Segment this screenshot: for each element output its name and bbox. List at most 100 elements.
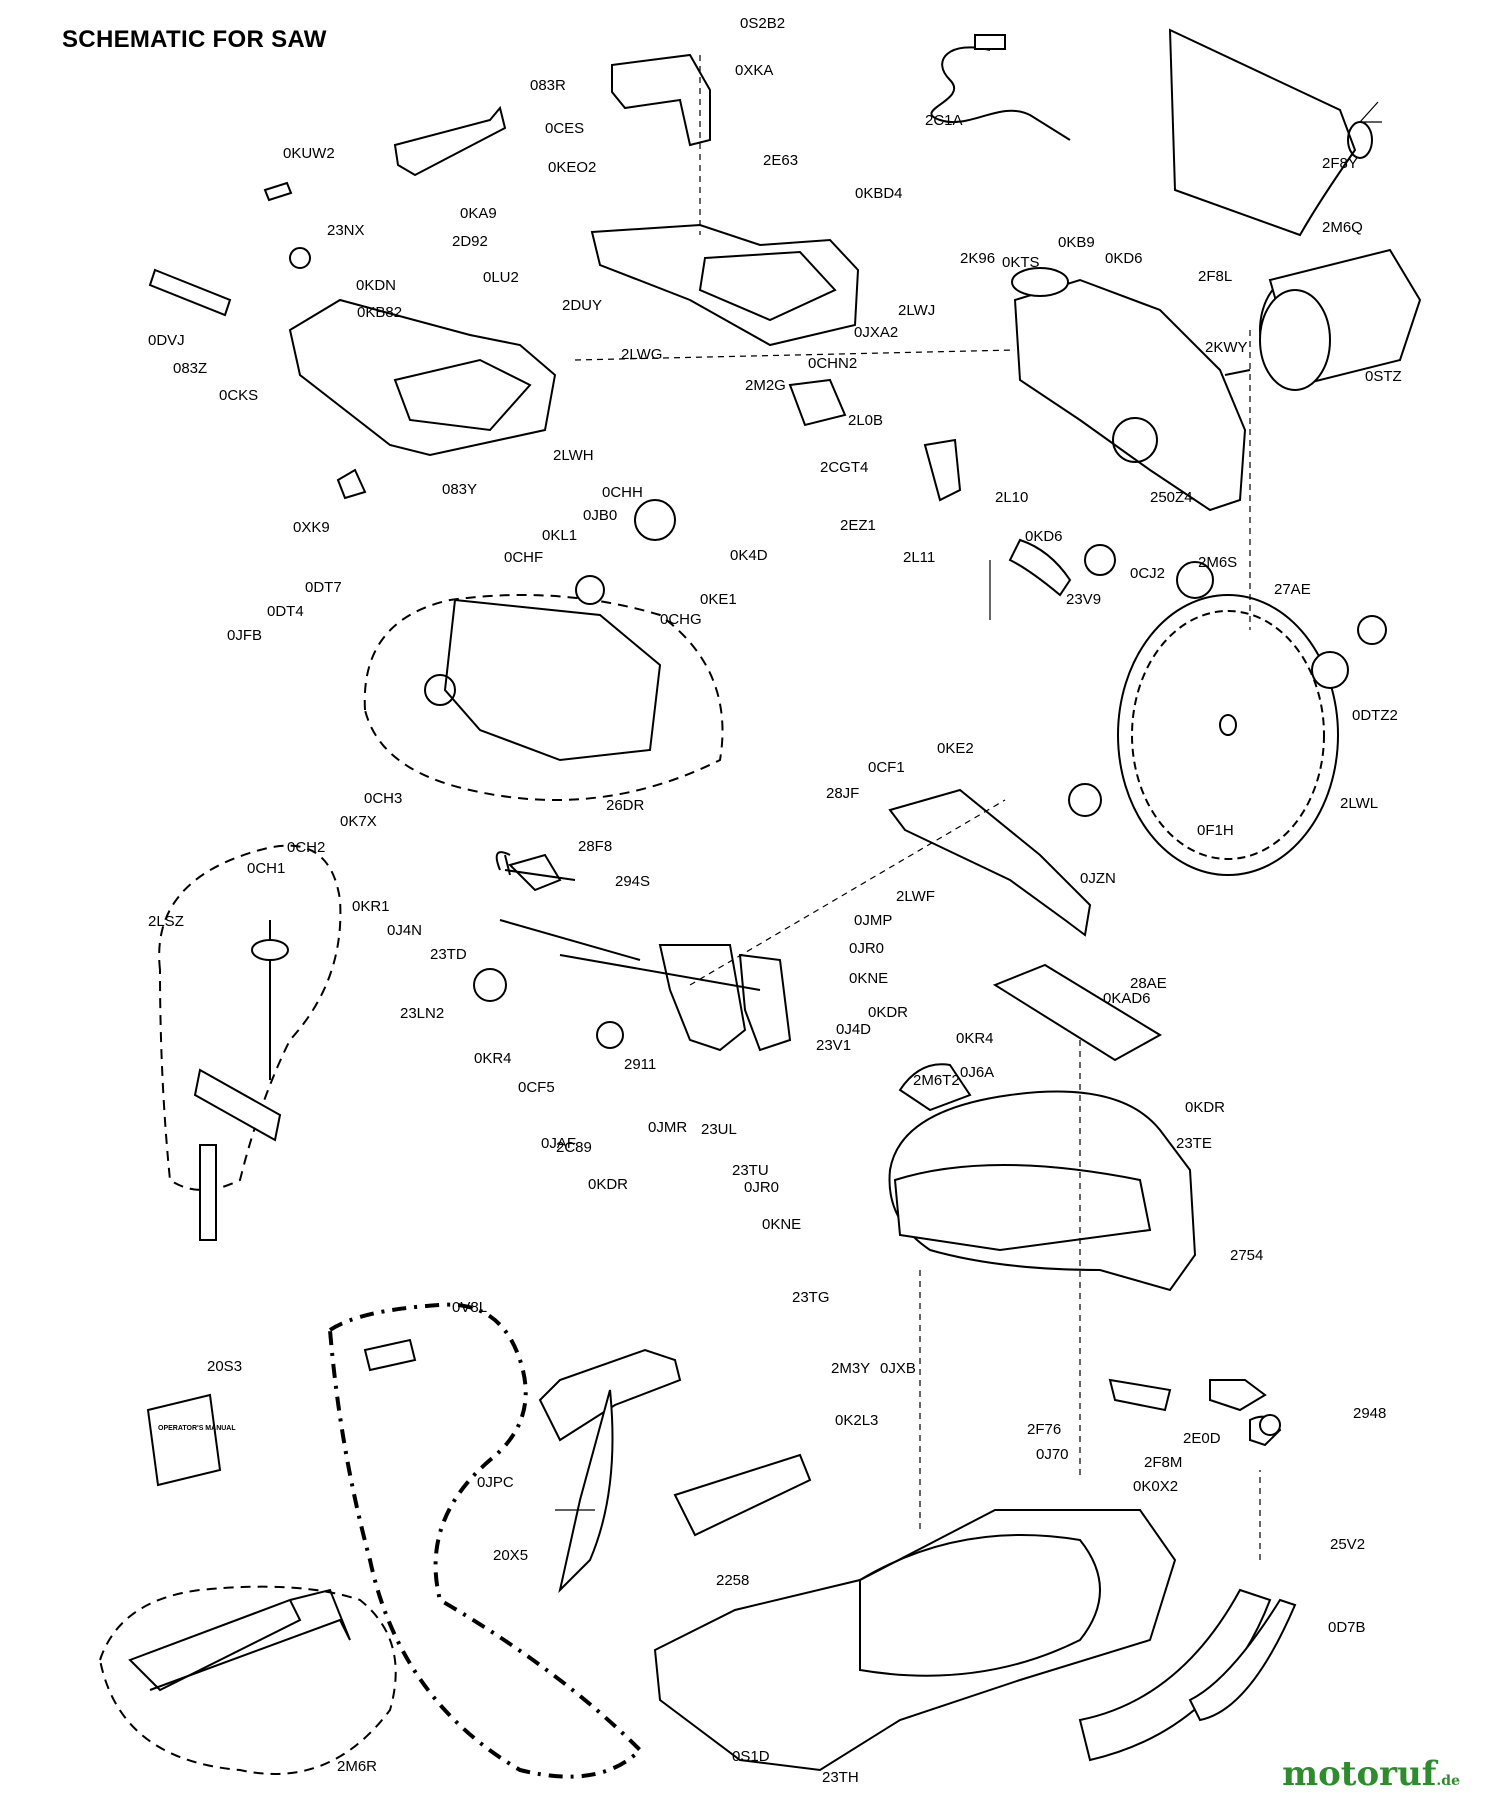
part-label: 2F8M bbox=[1144, 1454, 1182, 1471]
housing-part bbox=[288, 298, 557, 457]
part-label: 0J4D bbox=[836, 1021, 871, 1038]
part-label: 0STZ bbox=[1365, 368, 1402, 385]
part-label: 0XKA bbox=[735, 62, 773, 79]
part-label: 083Y bbox=[442, 481, 477, 498]
part-label: 23UL bbox=[701, 1121, 737, 1138]
part-label: 0J70 bbox=[1036, 1446, 1069, 1463]
part-label: 0KNE bbox=[762, 1216, 801, 1233]
part-label: 2M6Q bbox=[1322, 219, 1363, 236]
diagram-title: SCHEMATIC FOR SAW bbox=[62, 26, 327, 53]
power-cord-icon bbox=[930, 34, 1071, 141]
scale-part bbox=[673, 1453, 812, 1537]
part-label: 0F1H bbox=[1197, 822, 1234, 839]
saw-blade-icon bbox=[1117, 594, 1339, 876]
part-label: 2M6T2 bbox=[913, 1072, 960, 1089]
part-label: 2M2G bbox=[745, 377, 786, 394]
lever-part bbox=[393, 105, 507, 177]
part-label: 2DUY bbox=[562, 297, 602, 314]
part-label: 0CHH bbox=[602, 484, 643, 501]
part-label: 2E63 bbox=[763, 152, 798, 169]
part-label: 2911 bbox=[624, 1056, 656, 1073]
part-label: 0CHN2 bbox=[808, 355, 857, 372]
part-label: 0KR4 bbox=[474, 1050, 512, 1067]
part-label: 2F76 bbox=[1027, 1421, 1061, 1438]
part-label: 2C1A bbox=[925, 112, 963, 129]
part-label: 28JF bbox=[826, 785, 859, 802]
part-label: 0CF1 bbox=[868, 759, 905, 776]
part-label: 0KAD6 bbox=[1103, 990, 1151, 1007]
handle-base-part bbox=[590, 223, 860, 347]
part-label: 0CKS bbox=[219, 387, 258, 404]
part-label: 23LN2 bbox=[400, 1005, 444, 1022]
part-label: 2754 bbox=[1230, 1247, 1263, 1264]
part-label: 0KEO2 bbox=[548, 159, 596, 176]
part-label: 23V1 bbox=[816, 1037, 851, 1054]
part-label: 23TU bbox=[732, 1162, 769, 1179]
part-label: 2C89 bbox=[556, 1139, 592, 1156]
upper-guard-part bbox=[1013, 278, 1247, 512]
part-label: 0J6A bbox=[960, 1064, 994, 1081]
part-label: 0KE1 bbox=[700, 591, 737, 608]
part-label: 0KDR bbox=[588, 1176, 628, 1193]
pivot-bracket-part bbox=[658, 944, 747, 1052]
part-label: 0JMR bbox=[648, 1119, 687, 1136]
part-label: 0JXB bbox=[880, 1360, 916, 1377]
part-label: 2LWG bbox=[621, 346, 662, 363]
part-label: 0JB0 bbox=[583, 507, 617, 524]
part-label: 0JFB bbox=[227, 627, 262, 644]
part-label: 2CGT4 bbox=[820, 459, 868, 476]
part-label: 0KDR bbox=[868, 1004, 908, 1021]
part-label: 2L11 bbox=[903, 549, 935, 566]
part-label: 0KD6 bbox=[1025, 528, 1063, 545]
part-label: 2M6S bbox=[1198, 554, 1237, 571]
part-label: 0CES bbox=[545, 120, 584, 137]
part-label: 2E0D bbox=[1183, 1430, 1221, 1447]
part-label: 2M6R bbox=[337, 1758, 377, 1775]
part-label: 2D92 bbox=[452, 233, 488, 250]
part-label: 0LU2 bbox=[483, 269, 519, 286]
part-label: 0D7B bbox=[1328, 1619, 1366, 1636]
part-label: 2LSZ bbox=[148, 913, 184, 930]
part-label: 0CH3 bbox=[364, 790, 402, 807]
part-label: 0KA9 bbox=[460, 205, 497, 222]
part-label: 0CHG bbox=[660, 611, 702, 628]
part-label: 0CJ2 bbox=[1130, 565, 1165, 582]
part-label: 23TE bbox=[1176, 1135, 1212, 1152]
part-label: 0CPD bbox=[0, 0, 40, 4]
part-label: 0K2L3 bbox=[835, 1412, 878, 1429]
part-label: 0K4D bbox=[730, 547, 768, 564]
manual-text: OPERATOR'S MANUAL bbox=[158, 1425, 236, 1432]
lower-guard-part bbox=[443, 598, 662, 762]
part-label: 294S bbox=[615, 873, 650, 890]
part-label: 0JAF bbox=[541, 1135, 576, 1152]
part-label: 0KB82 bbox=[357, 304, 402, 321]
part-label: 0KDN bbox=[356, 277, 396, 294]
part-label: 2L10 bbox=[995, 489, 1028, 506]
part-label: 2EZ1 bbox=[840, 517, 876, 534]
part-label: 2M3Y bbox=[831, 1360, 870, 1377]
part-label: 0KB9 bbox=[1058, 234, 1095, 251]
part-label: 23TG bbox=[792, 1289, 830, 1306]
watermark-name: motoruf bbox=[1282, 1754, 1437, 1794]
part-label: 0J4N bbox=[387, 922, 422, 939]
part-label: 2LWJ bbox=[898, 302, 935, 319]
arm-part bbox=[888, 788, 1092, 937]
part-label: 2F8Y bbox=[1322, 155, 1358, 172]
part-label: 0KDR bbox=[1185, 1099, 1225, 1116]
part-label: 0KTS bbox=[1002, 254, 1040, 271]
part-label: 0CHF bbox=[504, 549, 543, 566]
part-label: 2K96 bbox=[960, 250, 995, 267]
watermark-suffix: .de bbox=[1436, 1773, 1460, 1789]
part-label: 0DVJ bbox=[148, 332, 185, 349]
part-label: 0KR4 bbox=[956, 1030, 994, 1047]
part-label: 2LWH bbox=[553, 447, 594, 464]
part-label: 27AE bbox=[1274, 581, 1311, 598]
part-label: 0JPC bbox=[477, 1474, 514, 1491]
part-label: 23TD bbox=[430, 946, 467, 963]
part-label: 2KWY bbox=[1205, 339, 1248, 356]
part-label: 23TH bbox=[822, 1769, 859, 1786]
part-label: 2F8L bbox=[1198, 268, 1232, 285]
part-label: 0CH1 bbox=[247, 860, 285, 877]
